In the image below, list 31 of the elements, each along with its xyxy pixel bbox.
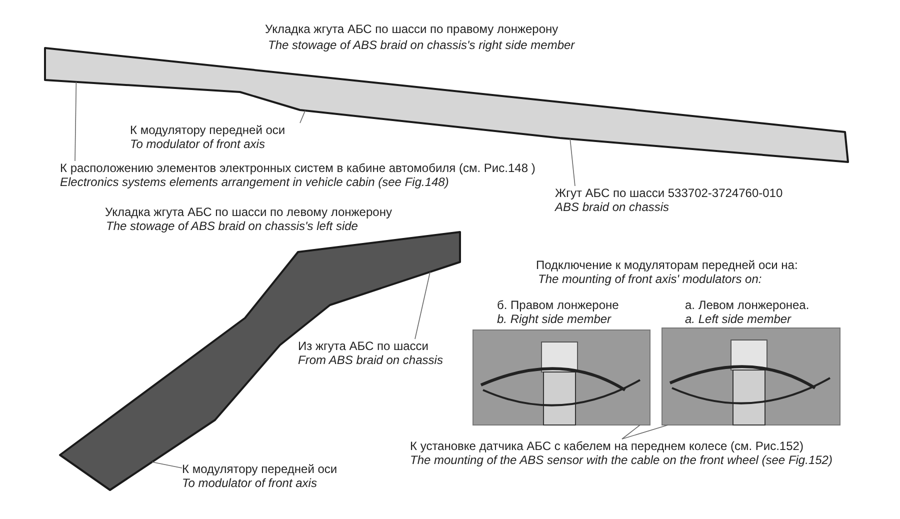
callout-text: From ABS braid on chassis (298, 353, 443, 367)
leader-line (414, 272, 430, 340)
caption-text: а. Левом лонжеронеа. (685, 298, 810, 312)
caption-text: a. Left side member (685, 312, 792, 326)
caption-text: b. Right side member (497, 312, 612, 326)
callout-text: К установке датчика АБС с кабелем на переднем колесе (см. Рис.152) (410, 439, 804, 453)
modulator-mounting-drawing (662, 328, 840, 426)
callout-text: Из жгута АБС по шасси (298, 339, 430, 353)
callout-text: К модулятору передней оси (182, 462, 338, 476)
leader-line (570, 138, 576, 186)
callout-text: К модулятору передней оси (130, 123, 286, 137)
heading-text: Подключение к модуляторам передней оси на: (536, 258, 798, 272)
leader-line (74, 82, 77, 162)
callout-text: К расположению элементов электронных систем в кабине автомобиля (см. Рис.148 ) (60, 161, 536, 175)
leader-line (622, 424, 640, 440)
callout-text: To modulator of front axis (182, 476, 318, 490)
callout-text: ABS braid on chassis (555, 200, 670, 214)
caption-text: Укладка жгута АБС по шасси по правому лонжерону (265, 22, 558, 36)
callout-text: To modulator of front axis (130, 137, 266, 151)
callout-text: Electronics systems elements arrangement in vehicle cabin (see Fig.148) (60, 175, 450, 189)
caption-text: Укладка жгута АБС по шасси по левому лонжерону (105, 205, 392, 219)
leader-line (300, 110, 306, 124)
caption-text: The stowage of ABS braid on chassis's left side (106, 219, 358, 233)
caption-text: The stowage of ABS braid on chassis's right side member (268, 38, 575, 52)
modulator-mounting-drawing (472, 330, 650, 426)
callout-text: The mounting of the ABS sensor with the cable on the front wheel (see Fig.152) (410, 453, 832, 467)
caption-text: б. Правом лонжероне (497, 298, 619, 312)
heading-text: The mounting of front axis' modulators on: (538, 272, 762, 286)
leader-line (622, 424, 668, 440)
leader-line (152, 462, 182, 468)
callout-text: Жгут АБС по шасси 533702-3724760-010 (555, 186, 783, 200)
